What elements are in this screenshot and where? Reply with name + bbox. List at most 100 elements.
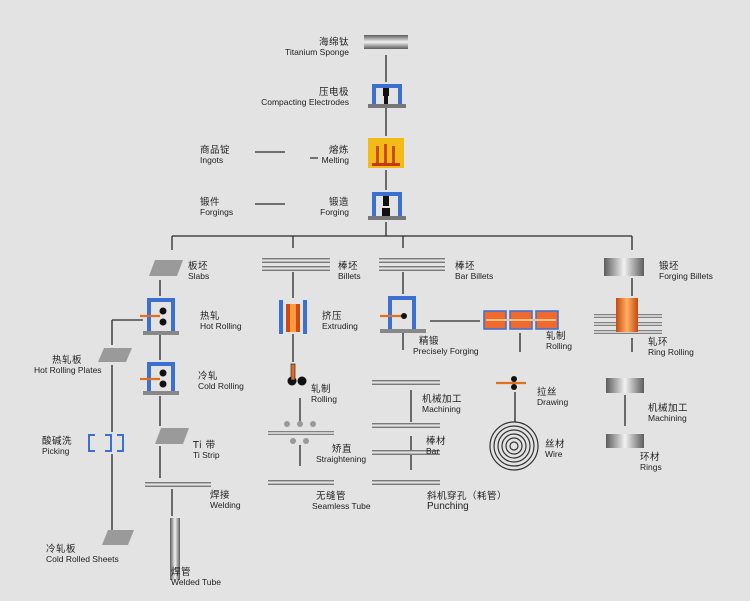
label-zh: 棒坯 xyxy=(455,261,476,272)
label-zh: 斜机穿孔（耗管） xyxy=(427,491,508,502)
label-zh: 板坯 xyxy=(188,261,209,272)
label-zh: 冷轧 xyxy=(198,371,219,382)
label-zh: 压电极 xyxy=(318,87,349,98)
label-hot-rolling-plates: 热轧板 Hot Rolling Plates xyxy=(34,356,102,375)
label-en: Bar Billets xyxy=(455,270,494,281)
label-wire: 丝材 Wire xyxy=(545,440,565,459)
label-zh: 锻造 xyxy=(328,197,349,208)
label-zh: 海绵钛 xyxy=(318,37,349,48)
label-en: Forging xyxy=(320,206,349,217)
punching-bar-icon xyxy=(372,480,440,485)
label-zh: 棒坯 xyxy=(338,261,359,272)
label-en: Melting xyxy=(321,154,349,165)
label-zh: 锻件 xyxy=(200,197,221,208)
label-en: Welded Tube xyxy=(171,576,221,587)
slab-icon xyxy=(149,260,183,276)
welding-strip-icon xyxy=(145,482,211,487)
picking-icon xyxy=(88,434,124,452)
label-drawing: 拉丝 Drawing xyxy=(537,388,568,407)
label-hot-rolling: 热轧 Hot Rolling xyxy=(200,312,242,331)
billets-icon xyxy=(262,258,330,271)
label-machining-2: 机械加工 Machining xyxy=(648,404,688,423)
label-machining-1: 机械加工 Machining xyxy=(422,395,462,414)
label-en: Cold Rolling xyxy=(198,380,244,391)
label-zh: Ti 带 xyxy=(193,440,216,451)
label-zh: 轧制 xyxy=(311,384,332,395)
label-zh: 丝材 xyxy=(545,439,566,450)
label-en: Ti Strip xyxy=(193,449,220,460)
label-zh: 锻坯 xyxy=(659,261,680,272)
label-zh: 拉丝 xyxy=(537,387,558,398)
label-en: Billets xyxy=(338,270,361,281)
wire-coil-icon xyxy=(489,421,539,471)
label-zh: 焊管 xyxy=(171,567,192,578)
label-en: Slabs xyxy=(188,270,210,281)
label-en: Straightening xyxy=(316,453,367,464)
drawing-icon xyxy=(496,376,526,390)
bar-product-icon xyxy=(372,450,440,455)
label-en: Hot Rolling xyxy=(200,320,242,331)
ring-rolling-icon xyxy=(594,298,662,334)
label-forging-billets: 锻坯 Forging Billets xyxy=(659,262,713,281)
label-punching: 斜机穿孔（耗管） Punching xyxy=(427,492,507,512)
label-zh: 熔炼 xyxy=(328,145,349,156)
label-en: Precisely Forging xyxy=(413,345,479,356)
label-en: Punching xyxy=(427,500,469,512)
label-extruding: 挤压 Extruding xyxy=(322,312,358,331)
label-en: Ingots xyxy=(200,154,224,165)
label-ring-rolling: 轧环 Ring Rolling xyxy=(648,338,694,357)
hot-rolling-plates-icon xyxy=(98,348,132,362)
label-forging: 锻造 Forging xyxy=(300,198,349,217)
label-ingots: 商品锭 Ingots xyxy=(200,146,230,165)
label-en: Compacting Electrodes xyxy=(261,96,349,107)
bar-rod-icon xyxy=(372,380,440,385)
label-zh: 机械加工 xyxy=(648,403,689,414)
label-en: Wire xyxy=(545,448,563,459)
cold-rolled-sheets-icon xyxy=(102,530,134,545)
label-zh: 棒材 xyxy=(426,436,447,447)
label-en: Titanium Sponge xyxy=(285,46,349,57)
label-melting: 熔炼 Melting xyxy=(296,146,349,165)
rolling-rollers-icon xyxy=(287,363,307,386)
label-en: Bar xyxy=(426,445,440,456)
label-straightening: 矫直 Straightening xyxy=(316,445,366,464)
rings-icon xyxy=(606,434,644,448)
machining-bar-icon xyxy=(372,423,440,428)
label-zh: 机械加工 xyxy=(422,394,463,405)
label-zh: 热轧板 xyxy=(52,355,83,366)
welded-tube-icon xyxy=(170,518,180,580)
ti-strip-icon xyxy=(155,428,189,444)
label-welded-tube: 焊管 Welded Tube xyxy=(171,568,221,587)
label-en: Forgings xyxy=(200,206,234,217)
label-en: Machining xyxy=(648,412,687,423)
label-en: Forging Billets xyxy=(659,270,713,281)
label-en: Rolling xyxy=(311,393,337,404)
hot-rolling-mill-icon xyxy=(140,298,179,335)
label-zh: 无缝管 xyxy=(316,491,347,502)
label-en: Drawing xyxy=(537,396,569,407)
label-compacting-electrodes: 压电极 Compacting Electrodes xyxy=(232,88,349,107)
forging-billet-icon xyxy=(604,258,644,276)
label-en: Picking xyxy=(42,445,70,456)
label-rings: 环材 Rings xyxy=(640,453,662,472)
label-precisely-forging: 精锻 Precisely Forging xyxy=(413,337,479,356)
label-zh: 商品锭 xyxy=(200,145,231,156)
label-zh: 酸碱洗 xyxy=(42,436,73,447)
precise-forging-icon xyxy=(380,296,426,333)
label-zh: 环材 xyxy=(640,452,661,463)
label-billets: 棒坯 Billets xyxy=(338,262,361,281)
label-en: Hot Rolling Plates xyxy=(34,364,102,375)
label-zh: 热轧 xyxy=(200,311,221,322)
label-rolling-1: 轧制 Rolling xyxy=(546,332,572,351)
label-zh: 矫直 xyxy=(332,444,353,455)
label-en: Rings xyxy=(640,461,662,472)
label-en: Seamless Tube xyxy=(312,500,371,511)
rolling-dies-icon xyxy=(483,310,559,330)
straightening-icon xyxy=(268,421,334,444)
titanium-sponge-bar xyxy=(364,35,408,49)
bar-billets-icon xyxy=(379,258,445,271)
label-welding: 焊接 Welding xyxy=(210,491,241,510)
label-zh: 轧环 xyxy=(648,337,669,348)
label-seamless-tube: 无缝管 Seamless Tube xyxy=(312,492,371,511)
